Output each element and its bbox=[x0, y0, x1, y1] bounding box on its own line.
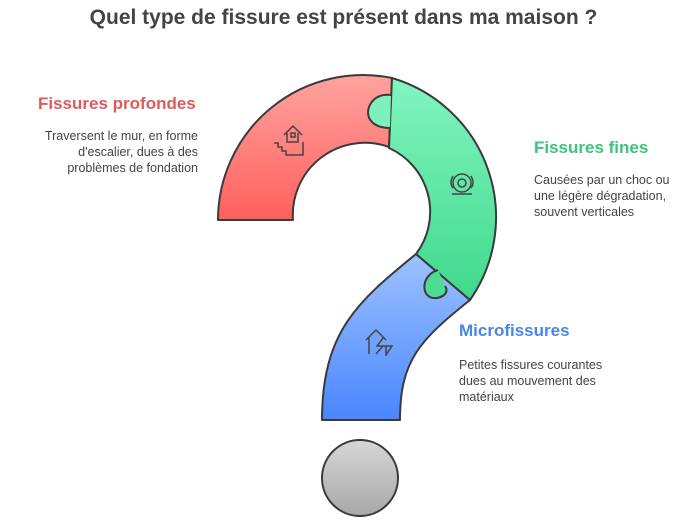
text-fissures-fines: Causées par un choc ou une légère dégrad… bbox=[534, 173, 670, 219]
puzzle-nub-bottom bbox=[423, 269, 448, 300]
text-microfissures: Petites fissures courantes dues au mouve… bbox=[459, 358, 603, 404]
heading-fissures-profondes: Fissures profondes bbox=[38, 94, 196, 113]
segment-green bbox=[388, 77, 498, 301]
segment-red bbox=[217, 74, 393, 221]
question-dot bbox=[321, 439, 399, 517]
wheel-icon bbox=[450, 173, 474, 195]
heading-fissures-fines: Fissures fines bbox=[534, 138, 649, 157]
house-stairs-icon bbox=[274, 124, 304, 156]
puzzle-nub-top bbox=[367, 93, 392, 129]
page-title: Quel type de fissure est présent dans ma… bbox=[89, 6, 598, 29]
cracked-house-icon bbox=[365, 328, 394, 356]
text-fissures-profondes: Traversent le mur, en forme d'escalier, … bbox=[44, 129, 198, 175]
heading-microfissures: Microfissures bbox=[459, 321, 570, 340]
